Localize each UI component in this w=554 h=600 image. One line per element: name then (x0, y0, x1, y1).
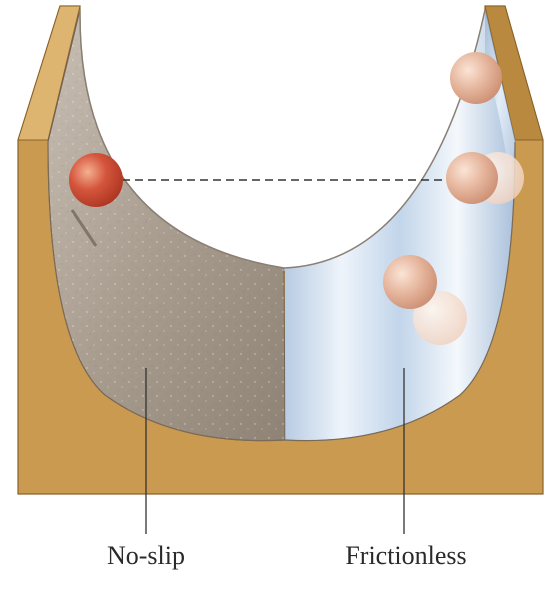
ghost-ball-icon (413, 291, 467, 345)
red-ball-icon (69, 153, 123, 207)
trough-outline (47, 141, 516, 442)
tan-ball-icon (383, 255, 437, 309)
tan-ball-icon (446, 152, 498, 204)
frictionless-label: Frictionless (345, 541, 467, 570)
tan-ball-icon (450, 52, 502, 104)
no-slip-label: No-slip (107, 541, 185, 570)
inner-rim (79, 9, 486, 269)
wooden-block-top-left (17, 5, 81, 141)
